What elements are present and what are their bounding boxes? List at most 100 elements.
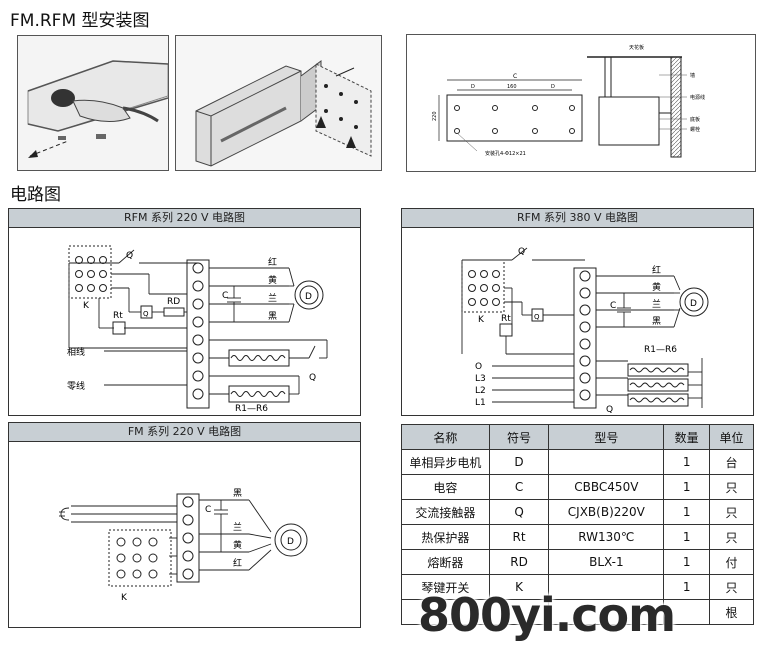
install-title: FM.RFM 型安装图 xyxy=(10,11,150,31)
cell-name: 交流接触器 xyxy=(401,499,490,525)
install-photo-bracket xyxy=(175,35,382,171)
hole-note: 安装孔4-Φ12×21 xyxy=(485,150,526,157)
header-name: 名称 xyxy=(401,424,490,450)
header-symbol: 符号 xyxy=(488,424,550,450)
cell-unit: 只 xyxy=(709,524,754,550)
table-row: 根 xyxy=(401,599,754,625)
header-model: 型号 xyxy=(548,424,665,450)
k-label: K xyxy=(83,301,90,311)
r-label: R1—R6 xyxy=(235,404,268,414)
cell-model: RW130℃ xyxy=(548,524,665,550)
cell-qty: 1 xyxy=(663,499,711,525)
o-label: O xyxy=(475,362,482,372)
blue-label: 兰 xyxy=(233,521,242,533)
cell-unit: 付 xyxy=(709,549,754,575)
wall-label: 墙 xyxy=(690,72,695,79)
table-row: 交流接触器 Q CJXB(B)220V 1 只 xyxy=(401,499,754,525)
yellow-label: 黄 xyxy=(652,281,661,293)
cell-model xyxy=(548,599,665,625)
cell-model: BLX-1 xyxy=(548,549,665,575)
c-label: C xyxy=(205,505,211,515)
cell-qty: 1 xyxy=(663,474,711,500)
yellow-label: 黄 xyxy=(268,274,277,286)
cell-name: 琴键开关 xyxy=(401,574,490,600)
red-label: 红 xyxy=(652,264,661,276)
q-label: Q xyxy=(518,247,525,257)
l3-label: L3 xyxy=(475,374,486,384)
black-label: 黑 xyxy=(233,488,242,499)
bolt-label: 螺栓 xyxy=(690,126,700,133)
power-cable-label: 电源线 xyxy=(690,94,705,101)
cell-symbol: C xyxy=(488,474,550,500)
cell-unit: 只 xyxy=(709,499,754,525)
blue-label: 兰 xyxy=(652,298,661,310)
cell-model xyxy=(548,449,665,475)
cell-model: CBBC450V xyxy=(548,474,665,500)
cell-name: 熔断器 xyxy=(401,549,490,575)
panel-rfm-380v: RFM 系列 380 V 电路图 K xyxy=(401,208,754,416)
install-dimension-drawing: 天花板 墙 电源线 底板 螺栓 C xyxy=(406,34,756,172)
motor-d-label: D xyxy=(690,299,697,309)
dim-c: C xyxy=(513,73,517,80)
cell-qty: 1 xyxy=(663,549,711,575)
cell-qty: 1 xyxy=(663,449,711,475)
cell-unit: 只 xyxy=(709,574,754,600)
dim-d2: D xyxy=(551,84,555,90)
q3-label: Q xyxy=(309,373,316,383)
red-label: 红 xyxy=(268,256,277,268)
q3-label: Q xyxy=(606,405,613,414)
r-label: R1—R6 xyxy=(644,345,677,355)
cell-qty xyxy=(663,599,711,625)
cell-name: 单相异步电机 xyxy=(401,449,490,475)
black-label: 黑 xyxy=(652,316,661,327)
table-row: 热保护器 Rt RW130℃ 1 只 xyxy=(401,524,754,550)
q2-label: Q xyxy=(534,313,540,321)
cell-model: CJXB(B)220V xyxy=(548,499,665,525)
cell-qty: 1 xyxy=(663,574,711,600)
k-label: K xyxy=(478,315,485,325)
table-header-row: 名称 符号 型号 数量 单位 xyxy=(401,424,754,450)
k-label: K xyxy=(121,593,128,603)
table-row: 单相异步电机 D 1 台 xyxy=(401,449,754,475)
dim-160: 160 xyxy=(507,84,517,90)
mount-label: 底板 xyxy=(690,116,700,123)
dim-d1: D xyxy=(471,84,475,90)
install-photo-wrench xyxy=(17,35,169,171)
q-label: Q xyxy=(126,251,133,261)
cell-unit: 台 xyxy=(709,449,754,475)
parts-table: 名称 符号 型号 数量 单位 单相异步电机 D 1 台 电容 C CBBC450… xyxy=(401,424,754,625)
black-label: 黑 xyxy=(268,311,277,322)
c-label: C xyxy=(610,301,616,311)
table-row: 电容 C CBBC450V 1 只 xyxy=(401,474,754,500)
cell-symbol: D xyxy=(488,449,550,475)
c-label: C xyxy=(222,291,228,301)
cell-symbol: Rt xyxy=(488,524,550,550)
phase-label: 相线 xyxy=(67,346,85,358)
rt-label: Rt xyxy=(113,311,123,321)
l2-label: L2 xyxy=(475,386,486,396)
header-qty: 数量 xyxy=(663,424,711,450)
cell-unit: 根 xyxy=(709,599,754,625)
panel-fm-220v: FM 系列 220 V 电路图 K C 黑 兰 黄 xyxy=(8,422,361,628)
rd-label: RD xyxy=(167,297,180,307)
panel-title: RFM 系列 380 V 电路图 xyxy=(402,209,753,228)
panel-title: RFM 系列 220 V 电路图 xyxy=(9,209,360,228)
rt-label: Rt xyxy=(501,314,511,324)
cell-symbol: Q xyxy=(488,499,550,525)
circuit-title: 电路图 xyxy=(10,185,61,205)
watermark: 800yi.com xyxy=(418,588,676,642)
cell-name xyxy=(401,599,490,625)
panel-title: FM 系列 220 V 电路图 xyxy=(9,423,360,442)
table-row: 熔断器 RD BLX-1 1 付 xyxy=(401,549,754,575)
cell-qty: 1 xyxy=(663,524,711,550)
neutral-label: 零线 xyxy=(67,380,85,392)
cell-name: 电容 xyxy=(401,474,490,500)
dim-220: 220 xyxy=(432,111,438,121)
panel-rfm-220v: RFM 系列 220 V 电路图 K xyxy=(8,208,361,416)
l1-label: L1 xyxy=(475,398,486,408)
motor-d-label: D xyxy=(305,292,312,302)
blue-label: 兰 xyxy=(268,292,277,304)
cell-unit: 只 xyxy=(709,474,754,500)
yellow-label: 黄 xyxy=(233,539,242,551)
cell-symbol: RD xyxy=(488,549,550,575)
